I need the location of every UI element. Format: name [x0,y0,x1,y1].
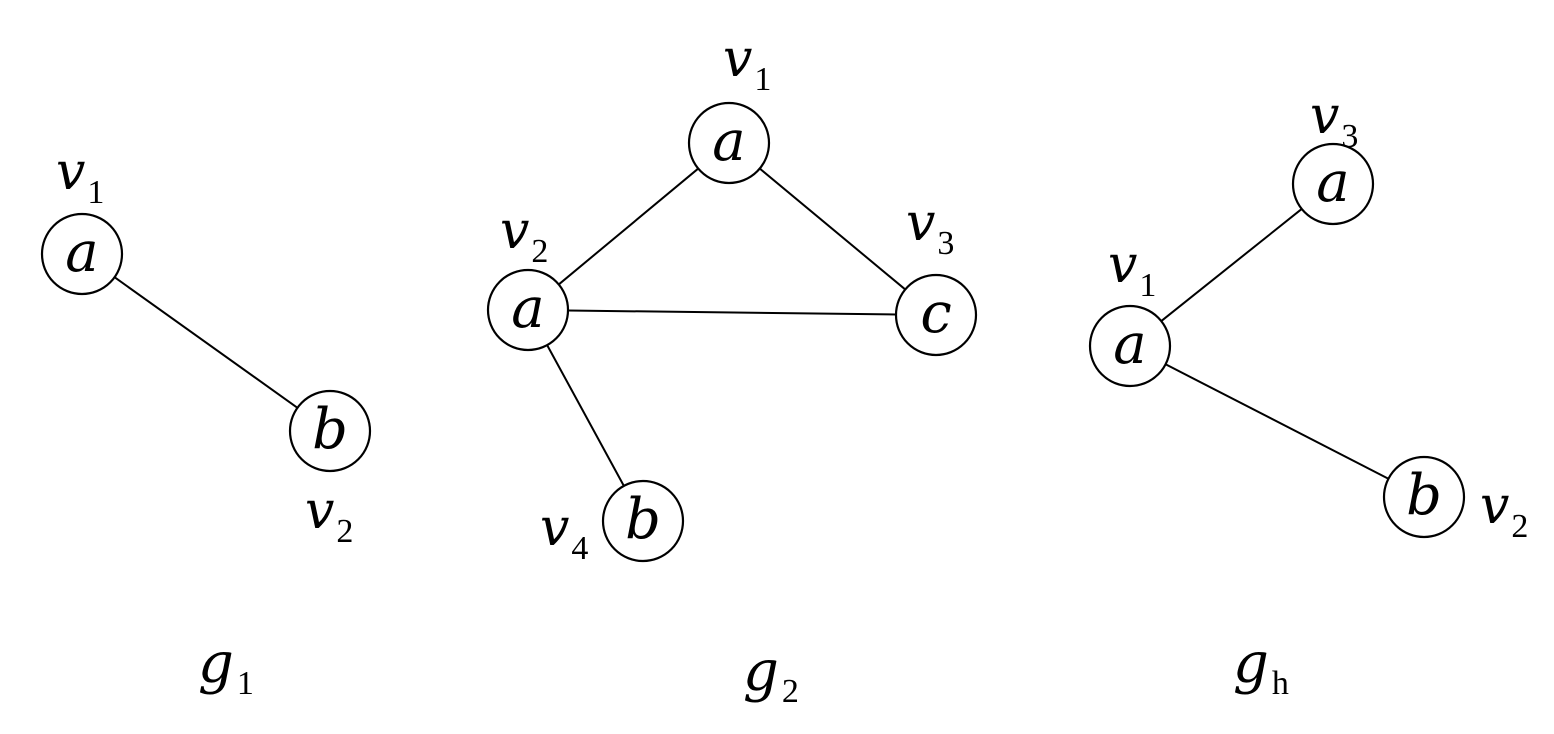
node-circle [1382,455,1466,539]
edge-g1n1-g1n2 [113,276,299,409]
vertex-name: v4 [540,498,588,567]
edge-ghn1-ghn3 [1160,208,1303,322]
node-g1n1: a v1 [40,142,124,296]
node-label: b [312,397,348,462]
graph-name: g1 [198,631,254,702]
node-label: b [625,487,661,552]
vertex-name: v1 [56,142,104,211]
vertex-name: v3 [1310,86,1358,155]
edge-g2n1-g2n2 [558,167,699,286]
node-ghn1: a v1 [1088,235,1172,388]
vertex-name: v2 [500,201,548,270]
node-g2n4: b v4 [540,479,685,567]
node-circle [687,101,771,185]
node-circle [1088,304,1172,388]
node-g2n3: c v3 [894,193,978,357]
node-circle [40,212,124,296]
node-label: a [511,276,544,341]
node-g2n1: a v1 [687,29,771,185]
node-ghn3: av3 [1291,86,1375,226]
node-g2n2: av2 [486,201,570,352]
edge-g2n2-g2n4 [546,344,625,487]
vertex-name: v1 [723,29,771,98]
node-g1n2: b v2 [288,389,372,550]
node-circle [894,273,978,357]
vertex-name: v2 [305,481,353,550]
graph-name: gh [1233,631,1289,702]
node-circle [601,479,685,563]
graph-1: a v1 b v2 g1 [40,142,372,702]
node-label: b [1406,463,1442,528]
vertex-name: v3 [906,193,954,262]
node-label: c [920,281,951,346]
node-circle [486,268,570,352]
vertex-name: v1 [1108,235,1156,304]
node-ghn2: b v2 [1382,455,1528,545]
node-label: a [712,109,745,174]
node-label: a [65,220,98,285]
edge-ghn1-ghn2 [1165,363,1389,480]
graph-name: g2 [743,639,799,710]
node-label: a [1316,150,1349,215]
node-label: a [1113,312,1146,377]
vertex-name: v2 [1480,476,1528,545]
node-circle [288,389,372,473]
node-circle [1291,142,1375,226]
edge-g2n1-g2n3 [759,167,906,291]
edge-g2n2-g2n3 [567,309,897,316]
